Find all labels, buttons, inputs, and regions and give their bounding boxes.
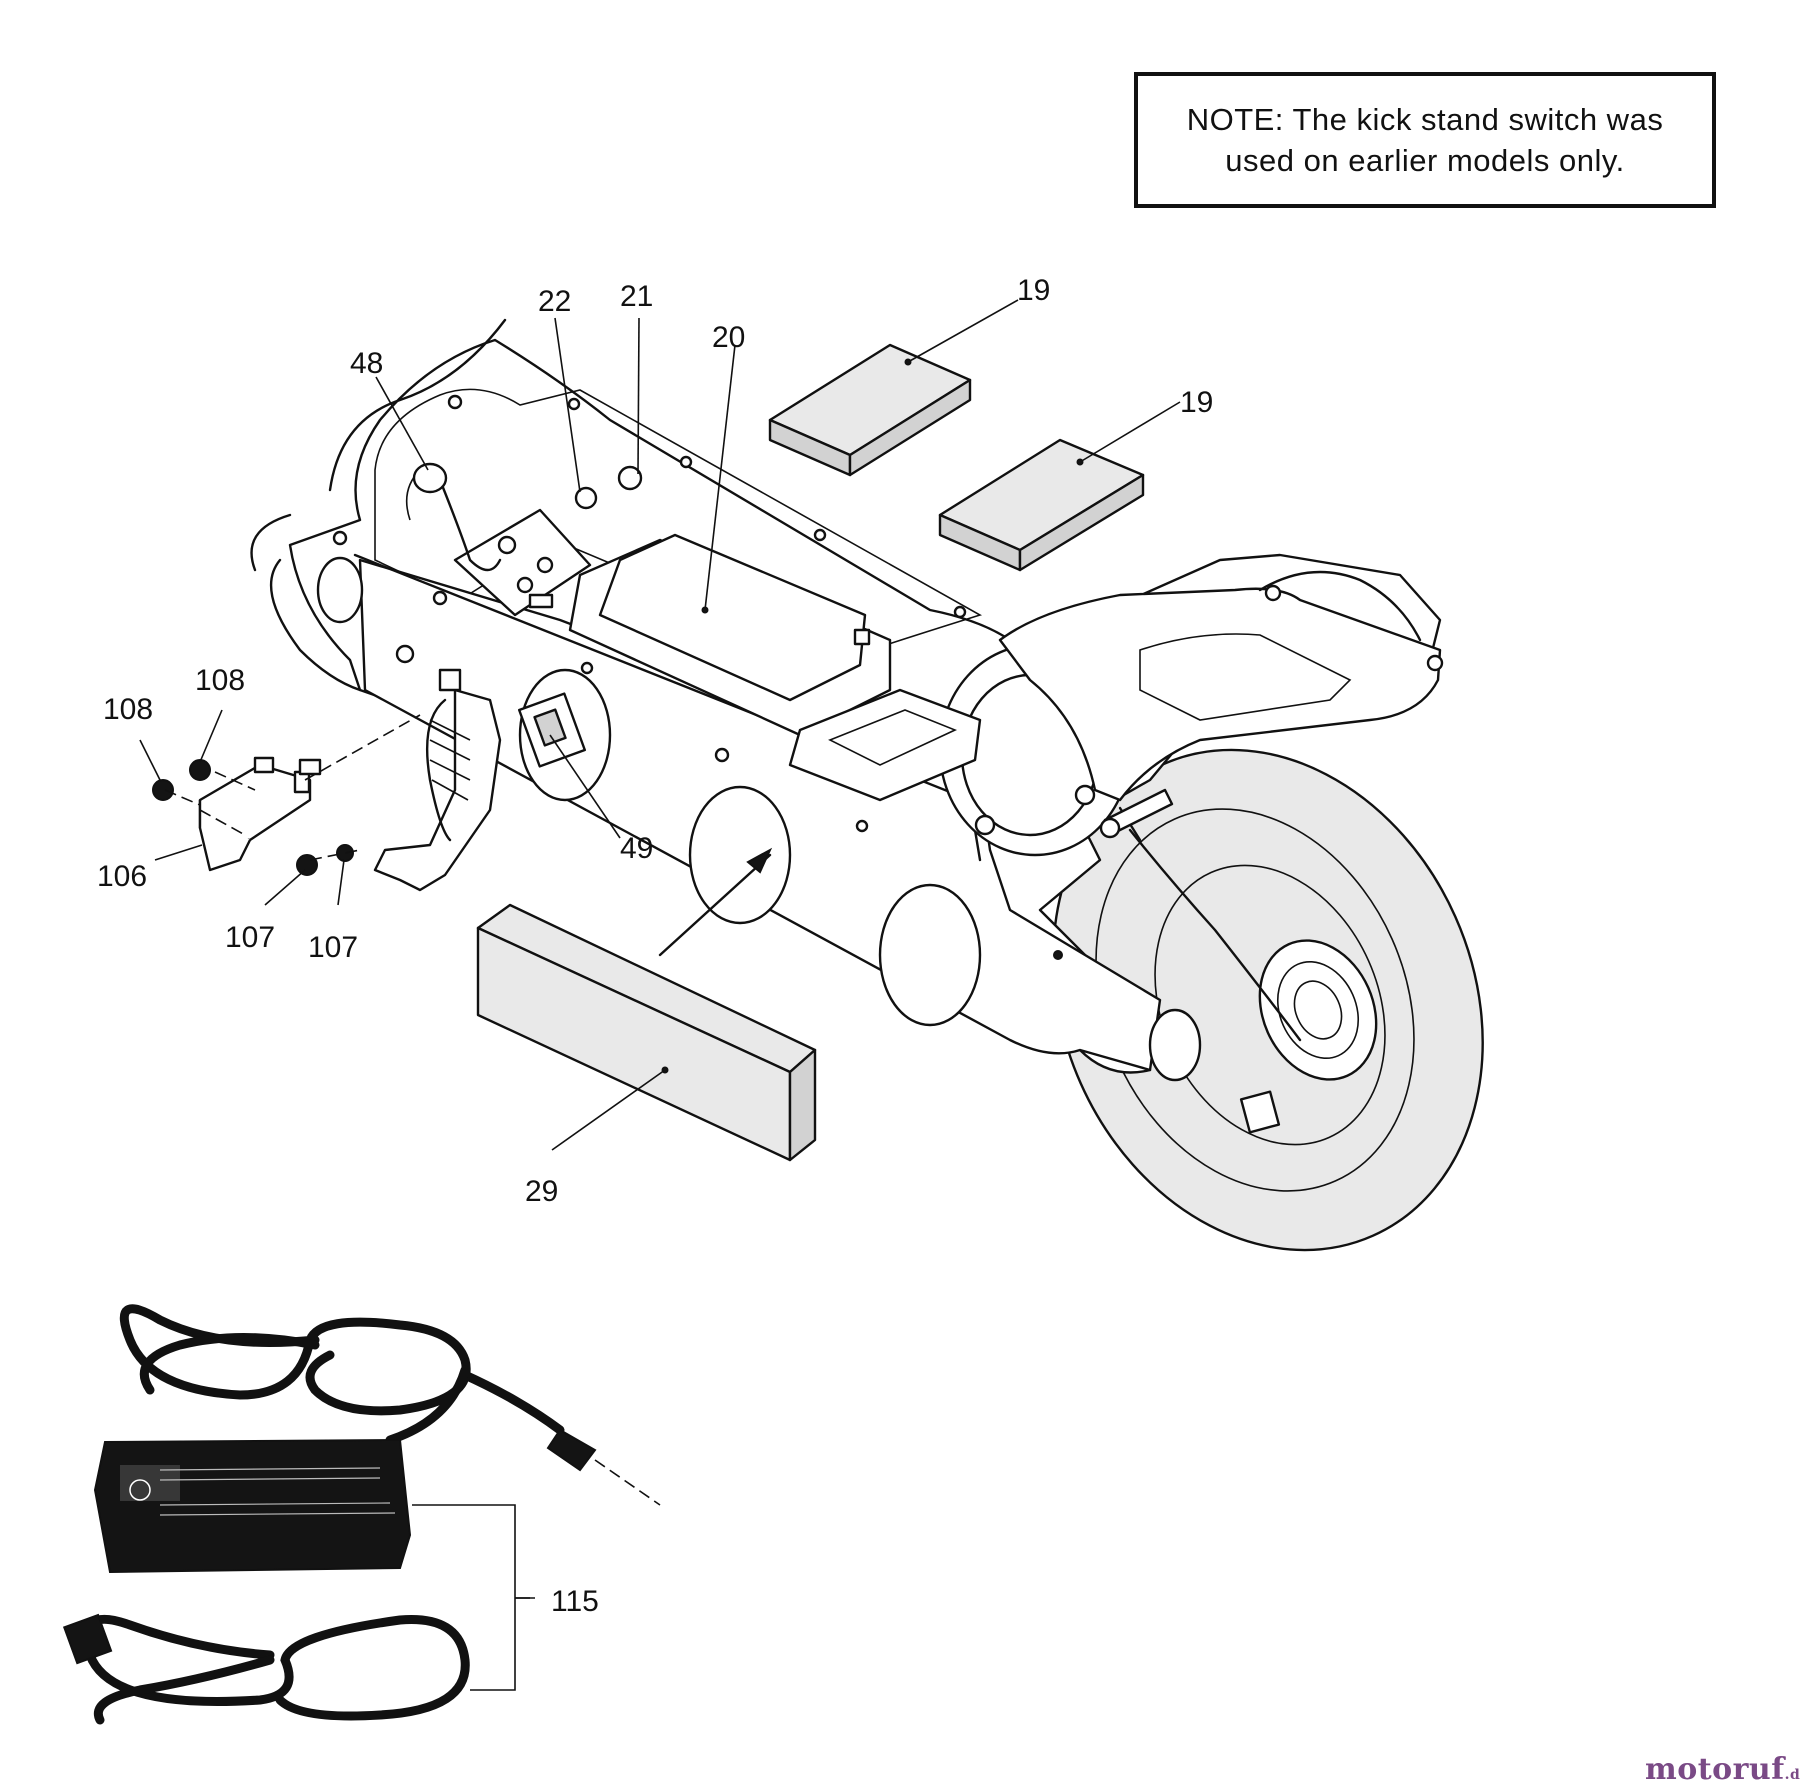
battery-tray xyxy=(568,533,982,802)
callout-107b: 107 xyxy=(308,931,358,964)
watermark: motoruf.de xyxy=(1645,1752,1800,1787)
nut-108a xyxy=(152,779,174,801)
connector-48 xyxy=(412,462,448,494)
callout-108a: 108 xyxy=(103,693,153,726)
nut-108b xyxy=(189,759,211,781)
note-line-2: used on earlier models only. xyxy=(1225,143,1625,178)
watermark-text: motoruf xyxy=(1645,1752,1785,1787)
panel-29 xyxy=(476,903,817,1162)
callout-29: 29 xyxy=(525,1175,558,1208)
note-line-1: NOTE: The kick stand switch was xyxy=(1186,102,1664,137)
callout-49: 49 xyxy=(620,832,653,865)
note-box: NOTE: The kick stand switch was used on … xyxy=(1134,72,1716,208)
callout-20: 20 xyxy=(712,321,745,354)
callout-19a: 19 xyxy=(1017,274,1050,307)
leader-lines xyxy=(139,299,1181,1599)
callout-107a: 107 xyxy=(225,921,275,954)
callout-106: 106 xyxy=(97,860,147,893)
pad-19b xyxy=(938,438,1145,572)
screw-mount xyxy=(395,644,415,664)
controller-board xyxy=(453,508,592,617)
charger-115 xyxy=(62,1304,661,1725)
grommet-22 xyxy=(574,486,598,510)
callout-21: 21 xyxy=(620,280,653,313)
watermark-suffix: .de xyxy=(1784,1767,1800,1783)
callout-48: 48 xyxy=(350,347,383,380)
kickstand-bracket xyxy=(373,668,502,892)
callout-22: 22 xyxy=(538,285,571,318)
callout-19b: 19 xyxy=(1180,386,1213,419)
screw-107a xyxy=(296,854,318,876)
arrow-29 xyxy=(658,853,772,957)
screw-107b xyxy=(336,844,354,862)
callout-115: 115 xyxy=(551,1585,599,1618)
callout-labels: 19 19 20 21 22 48 49 29 106 107 107 108 … xyxy=(97,274,1213,1618)
screw-21 xyxy=(617,465,643,491)
wiring-harness xyxy=(438,478,502,572)
callout-108b: 108 xyxy=(195,664,245,697)
rear-wheel xyxy=(1052,748,1484,1252)
microswitch-106 xyxy=(198,756,322,872)
pad-19a xyxy=(768,343,972,477)
